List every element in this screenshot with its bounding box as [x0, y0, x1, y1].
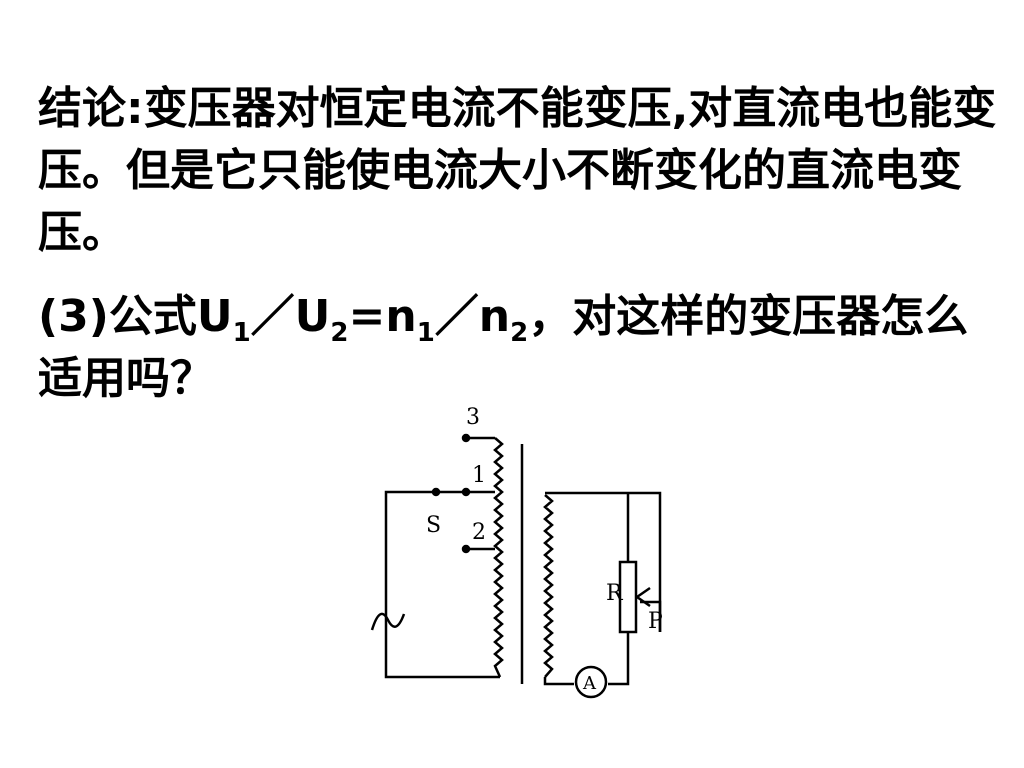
meter-lead-left	[543, 677, 574, 686]
resistor-lower-lead	[608, 632, 630, 686]
question-prefix: (3)公式U	[38, 291, 233, 342]
subscript-n2: 2	[510, 318, 529, 348]
slider-p-arrow	[634, 586, 651, 608]
subscript-u1: 1	[232, 318, 251, 348]
question-suffix: ，对这样的变压器怎么适用吗？	[38, 291, 969, 404]
subscript-u2: 2	[330, 318, 349, 348]
primary-coil	[493, 437, 504, 678]
subscript-n1: 1	[416, 318, 435, 348]
label-tap-2: 2	[472, 520, 486, 545]
label-tap-1: 1	[472, 463, 486, 488]
conclusion-text: 结论:变压器对恒定电流不能变压,对直流电也能变压。但是它只能使电流大小不断变化的…	[38, 83, 997, 258]
label-tap-3: 3	[466, 405, 480, 430]
question-slash-n: ／n	[434, 291, 511, 342]
question-equals-n: =n	[348, 291, 417, 342]
slider-wire	[640, 600, 662, 632]
secondary-coil	[543, 494, 554, 678]
label-slider-p: P	[648, 609, 663, 634]
question-slash-u: ／U	[250, 291, 331, 342]
question-text: (3)公式U1／U2=n1／n2，对这样的变压器怎么适用吗？	[38, 286, 998, 410]
transformer-circuit-diagram: 3 1 2 S R P A	[370, 405, 663, 699]
label-resistor-r: R	[606, 581, 624, 606]
switch-contact-left	[431, 487, 441, 497]
ammeter	[574, 665, 608, 699]
secondary-top-wire	[545, 491, 662, 632]
ac-source-symbol	[370, 612, 406, 631]
label-ammeter-a: A	[582, 673, 597, 694]
label-switch-s: S	[426, 513, 441, 538]
primary-left-wire	[384, 490, 500, 679]
